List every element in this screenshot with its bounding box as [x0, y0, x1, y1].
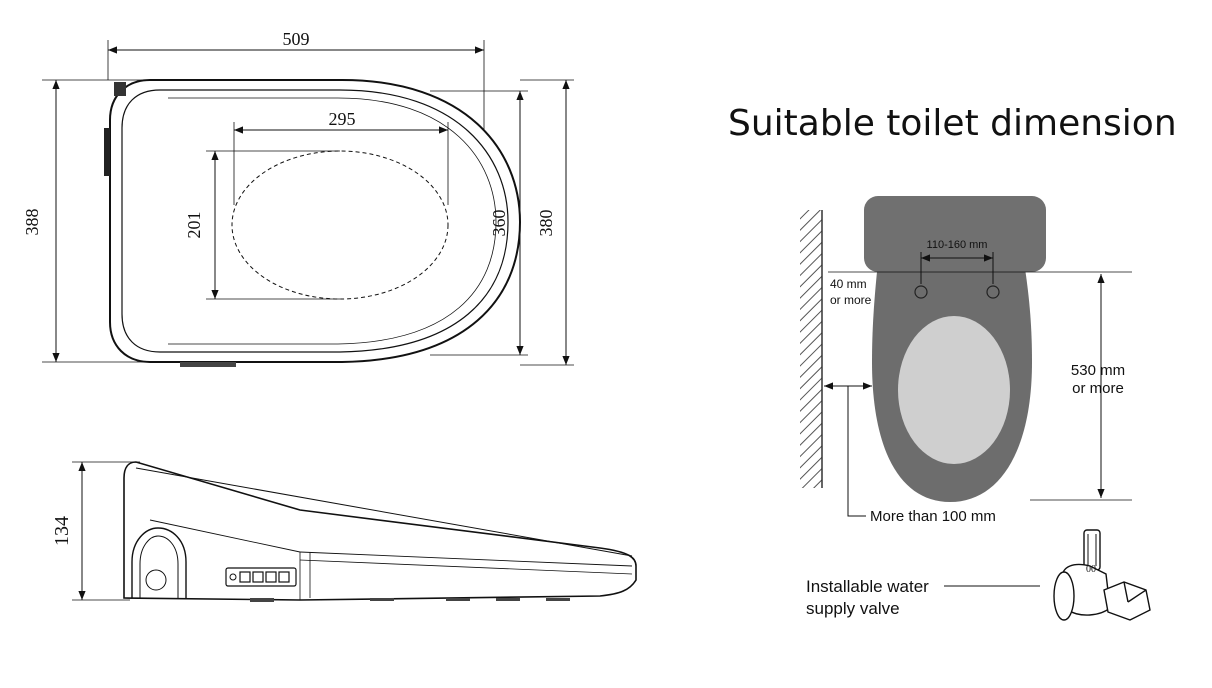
svg-text:00: 00: [1086, 564, 1096, 575]
dim-inner-depth-label: 360: [489, 210, 509, 237]
length-label-line2: or more: [1072, 380, 1124, 397]
seat-side-view: [72, 461, 637, 602]
toilet-tank: [864, 196, 1046, 272]
seat-side-hinge: [145, 569, 167, 591]
dim-hole-width-label: 295: [329, 109, 356, 129]
length-label-line1: 530 mm: [1071, 362, 1125, 379]
mount-hole-right: [986, 285, 1000, 299]
toilet-diagram: 00: [800, 196, 1151, 621]
seat-top-rim-line: [168, 97, 497, 345]
wall-clearance-label: More than 100 mm: [870, 508, 996, 525]
seat-hole-outline: [231, 150, 449, 300]
dim-depth-label: 388: [22, 209, 42, 236]
seat-hinge-tab: [114, 82, 126, 96]
seat-side-control-strip: [104, 128, 110, 176]
mount-hole-left: [914, 285, 928, 299]
valve-label-line1: Installable water: [806, 577, 929, 596]
valve-label-line2: supply valve: [806, 599, 900, 618]
wall-gap-label-line1: 40 mm: [830, 277, 867, 291]
seat-side-button-panel: [225, 567, 297, 587]
seat-top-outline: [109, 79, 522, 363]
water-valve-icon: 00: [1053, 529, 1151, 621]
dim-height-label: 134: [51, 516, 73, 546]
bolt-spacing-label: 110-160 mm: [927, 239, 988, 251]
dim-width-label: 509: [283, 29, 310, 49]
seat-side-arch: [131, 527, 187, 598]
dim-hole-depth-label: 201: [184, 212, 204, 239]
wall-gap-label-line2: or more: [830, 293, 872, 307]
toilet-opening: [898, 316, 1010, 464]
seat-front-buttons: [180, 362, 236, 367]
page-title: Suitable toilet dimension: [728, 103, 1177, 144]
wall-hatch: [800, 210, 822, 488]
seat-top-inner-outline: [121, 89, 509, 353]
dim-outer-depth-label: 380: [536, 210, 556, 237]
seat-top-view: [42, 40, 574, 367]
